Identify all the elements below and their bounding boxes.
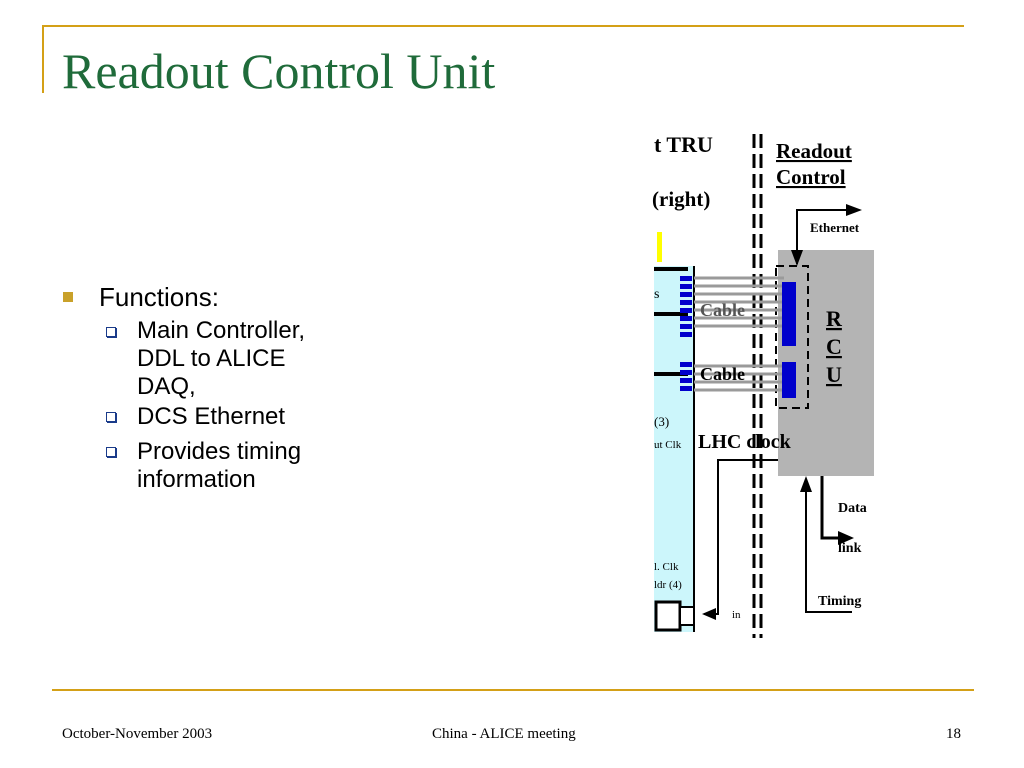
cable-top — [694, 276, 784, 328]
rcu-diagram: t TRU (right) Readout Control Ethernet C… — [652, 132, 874, 638]
sub-bullet-square-icon — [106, 447, 116, 457]
sub-bullet-square-icon — [106, 327, 116, 337]
timing-arrow — [805, 482, 852, 613]
readout-heading-1: Readout — [776, 139, 852, 163]
sub-bullet-main-controller: Main Controller, DDL to ALICE DAQ, — [137, 317, 306, 400]
top-rule — [42, 25, 964, 27]
yellow-marker — [657, 232, 662, 262]
tru-side-label: (right) — [652, 187, 710, 211]
tru-connector-bottom — [680, 362, 692, 391]
link-label: link — [838, 541, 862, 556]
footer-meeting: China - ALICE meeting — [432, 726, 576, 742]
in-label: in — [732, 609, 741, 621]
sub-bullet-square-icon — [106, 412, 116, 422]
ldr-label: ldr (4) — [654, 579, 682, 591]
cable-bottom — [694, 364, 784, 392]
timing-label: Timing — [818, 594, 861, 609]
bullet-square-icon — [63, 292, 73, 302]
ethernet-arrow — [796, 209, 850, 264]
tru-connector-top — [680, 276, 692, 337]
rcu-label-r: R — [826, 306, 843, 331]
ut-clk-label: ut Clk — [654, 439, 682, 451]
rcu-label-u: U — [826, 362, 842, 387]
three-label: (3) — [654, 414, 669, 429]
slide-title: Readout Control Unit — [62, 43, 496, 99]
sub-bullet-timing: Provides timing information — [137, 438, 302, 493]
l-clk-label: l. Clk — [654, 561, 679, 573]
data-link-arrow — [820, 476, 840, 540]
data-label: Data — [838, 501, 867, 516]
left-rule — [42, 25, 44, 93]
footer-rule — [52, 689, 974, 691]
clock-box — [654, 600, 682, 632]
rcu-connector-bottom — [782, 362, 796, 398]
tru-heading: t TRU — [654, 132, 713, 157]
lhc-clock-label: LHC clock — [698, 431, 792, 453]
readout-heading-2: Control — [776, 165, 846, 189]
s-label: s — [654, 287, 659, 302]
footer-page-number: 18 — [946, 726, 961, 742]
cable-label-top: Cable — [700, 300, 745, 320]
footer-date: October-November 2003 — [62, 726, 213, 742]
rcu-label-c: C — [826, 334, 842, 359]
rcu-dashed-connector-box — [775, 265, 809, 409]
ethernet-label: Ethernet — [810, 220, 860, 235]
clock-feed-line — [704, 459, 746, 615]
rcu-connector-top — [782, 282, 796, 346]
sub-bullet-dcs-ethernet: DCS Ethernet — [137, 403, 286, 430]
cable-label-bottom: Cable — [700, 364, 745, 384]
bullet-functions: Functions: — [99, 282, 219, 312]
